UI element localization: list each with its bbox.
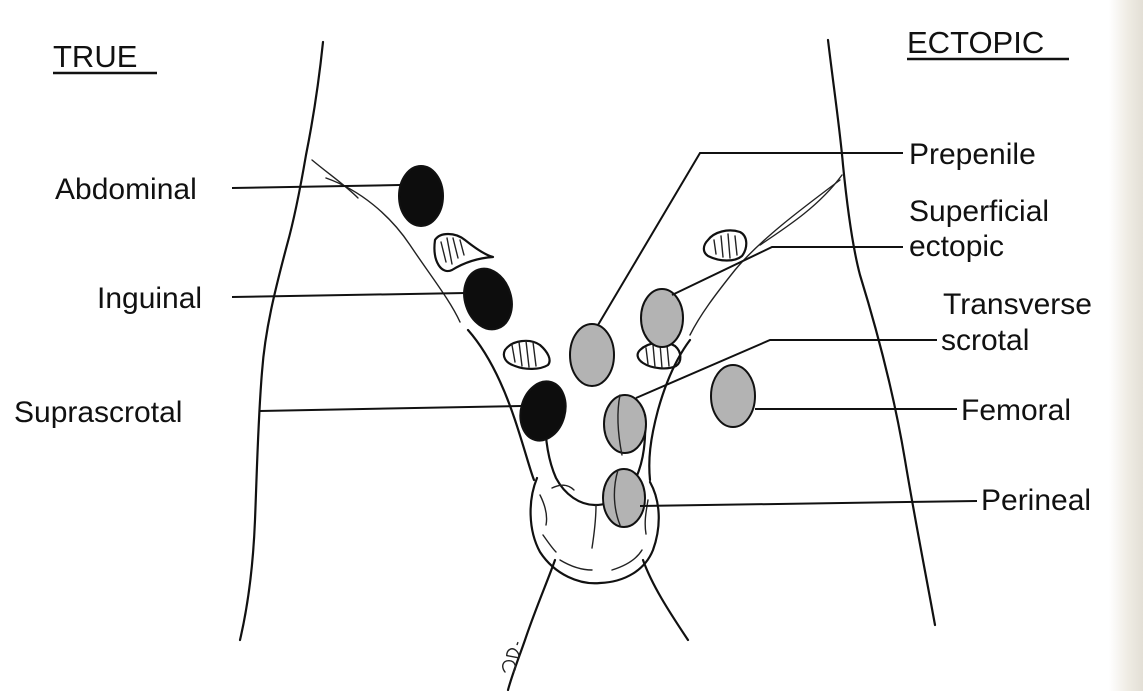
prepenile-leader (598, 153, 903, 325)
perineal-leader (640, 501, 977, 506)
transverse-scrotal-testis (604, 395, 646, 453)
label-superficial-line1: Superficial (909, 195, 1049, 228)
label-transverse-line2: scrotal (941, 324, 1029, 357)
left-waist-crease (312, 160, 358, 198)
perineal-testis (603, 469, 645, 527)
superficial-ectopic-testis (641, 289, 683, 347)
right-inner-thigh (643, 560, 688, 640)
left-superficial-ring-mark (504, 341, 550, 369)
label-perineal: Perineal (981, 484, 1091, 517)
femoral-testis (711, 365, 755, 427)
inguinal-leader (232, 293, 466, 297)
urethral-line (592, 505, 596, 548)
artist-signature (501, 640, 524, 675)
prepenile-testis (570, 324, 614, 386)
heading-true: TRUE (53, 39, 137, 74)
abdominal-leader (232, 185, 400, 188)
label-suprascrotal: Suprascrotal (14, 396, 182, 429)
label-abdominal: Abdominal (55, 173, 197, 206)
left-flank-outline (240, 42, 323, 640)
label-inguinal: Inguinal (97, 282, 202, 315)
right-flank-outline (828, 40, 935, 625)
heading-ectopic: ECTOPIC (907, 25, 1044, 60)
label-prepenile: Prepenile (909, 138, 1036, 171)
left-inguinal-ring-mark (434, 234, 493, 271)
right-inguinal-ring-mark (704, 230, 746, 260)
label-transverse-line1: Transverse (943, 288, 1092, 321)
suprascrotal-leader (260, 406, 521, 411)
label-superficial-line2: ectopic (909, 230, 1004, 263)
label-femoral: Femoral (961, 394, 1071, 427)
right-pubic-outline (649, 340, 690, 480)
abdominal-testis (399, 166, 443, 226)
suprascrotal-testis (514, 376, 572, 445)
inguinal-testis (457, 262, 520, 335)
